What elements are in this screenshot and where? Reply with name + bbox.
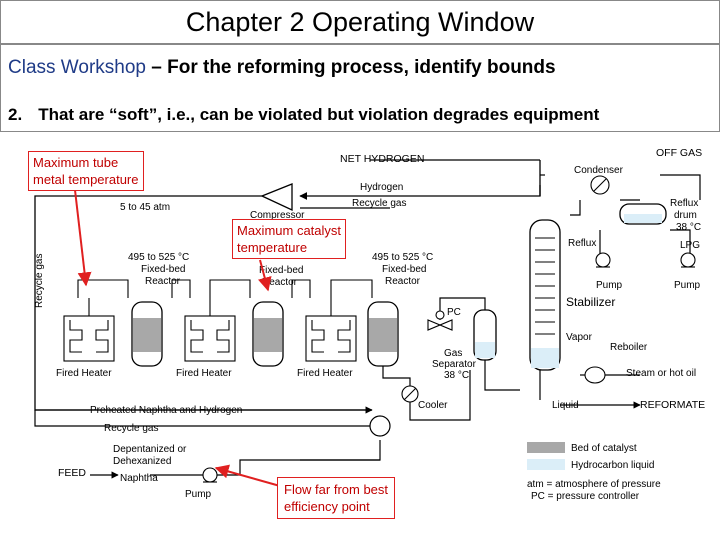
vapor-label: Vapor (566, 332, 593, 343)
pressure-range-label: 5 to 45 atm (120, 202, 170, 213)
reactor-name-1a: Fixed-bed (141, 264, 185, 275)
lpg-label: LPG (680, 240, 700, 251)
off-gas-label: OFF GAS (656, 147, 702, 159)
reactor-name-2b: Reactor (262, 277, 298, 288)
stabilizer-trays (535, 237, 555, 335)
recycle-gas-top-label: Recycle gas (352, 198, 406, 209)
stabilizer-label: Stabilizer (566, 295, 615, 309)
separator-label-3: 38 °C (444, 370, 469, 381)
recycle-gas-bottom-label: Recycle gas (104, 423, 158, 434)
reformate-label: REFORMATE (640, 399, 705, 411)
reactor-name-2a: Fixed-bed (259, 265, 303, 276)
feed-pump-label: Pump (185, 489, 212, 500)
reactor-temp-label-2: 495 to 525 °C (372, 252, 433, 263)
item-number: 2. (8, 105, 23, 124)
legend-liquid-swatch (527, 459, 565, 470)
reactor-temp-label-1: 495 to 525 °C (128, 252, 189, 263)
catalyst-temp-callout: Maximum catalyst temperature (232, 219, 347, 259)
workshop-label: Class Workshop (8, 57, 146, 78)
steam-label: Steam or hot oil (626, 368, 696, 379)
separator-label-2: Separator (432, 359, 477, 370)
tube-temp-line-1: Maximum tube (33, 155, 119, 170)
page-title: Chapter 2 Operating Window (185, 6, 535, 37)
feed-desc-2: Dehexanized (113, 456, 171, 467)
condenser-icon (590, 175, 610, 195)
separator-label-1: Gas (444, 348, 462, 359)
catalyst-temp-line-1: Maximum catalyst (237, 223, 342, 238)
stabilizer (529, 219, 561, 371)
reactor-1 (131, 301, 163, 367)
recycle-gas-side-label: Recycle gas (34, 254, 45, 308)
subtitle-box: Class Workshop – For the reforming proce… (0, 44, 720, 132)
hydrogen-label: Hydrogen (360, 182, 403, 193)
exchanger-icon (369, 415, 391, 437)
pc-valve-icon (427, 310, 453, 331)
legend-atm-label: atm = atmosphere of pressure (527, 479, 661, 490)
feed-desc-1: Depentanized or (113, 444, 187, 455)
fired-heater-label-1: Fired Heater (56, 368, 112, 379)
feed-label: FEED (58, 467, 86, 479)
reflux-drum-label-2: drum (674, 210, 697, 221)
reflux-label: Reflux (568, 238, 596, 249)
title-box: Chapter 2 Operating Window (0, 0, 720, 44)
fired-heater-label-2: Fired Heater (176, 368, 232, 379)
workshop-text: – For the reforming process, identify bo… (145, 57, 556, 78)
item-line: 2. That are “soft”, i.e., can be violated… (8, 105, 599, 125)
feed-desc-3: Naphtha (120, 473, 158, 484)
lpg-pump-icon (680, 252, 696, 268)
catalyst-temp-line-2: temperature (237, 240, 308, 255)
condenser-label: Condenser (574, 165, 624, 176)
cooler-icon (401, 385, 419, 403)
feed-lines (34, 410, 380, 479)
lpg-pump-label: Pump (674, 280, 701, 291)
flow-line-1: Flow far from best (284, 482, 389, 497)
reactor-name-3b: Reactor (385, 276, 421, 287)
reactor-name-3a: Fixed-bed (382, 264, 426, 275)
net-hydrogen-label: NET HYDROGEN (340, 153, 424, 165)
reflux-pump-icon (595, 252, 611, 268)
workshop-line: Class Workshop – For the reforming proce… (8, 57, 556, 79)
reboiler-label: Reboiler (610, 342, 648, 353)
fired-heater-2 (171, 279, 251, 362)
reflux-drum-label-1: Reflux (670, 198, 698, 209)
legend: Bed of catalyst Hydrocarbon liquid atm =… (527, 442, 661, 502)
item-text: That are “soft”, i.e., can be violated b… (38, 105, 600, 124)
process-diagram: NET HYDROGEN Hydrogen Recycle gas 5 to 4… (34, 147, 705, 502)
legend-catalyst-label: Bed of catalyst (571, 443, 637, 454)
legend-catalyst-swatch (527, 442, 565, 453)
gas-separator (473, 309, 497, 361)
legend-liquid-label: Hydrocarbon liquid (571, 460, 654, 471)
flow-line-2: efficiency point (284, 499, 370, 514)
reboiler-icon (584, 366, 606, 384)
reflux-pump-label: Pump (596, 280, 623, 291)
reactor-3 (367, 301, 399, 367)
preheated-label: Preheated Naphtha and Hydrogen (90, 405, 242, 416)
tube-temp-callout: Maximum tube metal temperature (28, 151, 144, 191)
reactor-name-1b: Reactor (145, 276, 181, 287)
pc-label: PC (447, 307, 461, 318)
cooler-label: Cooler (418, 400, 448, 411)
reflux-drum (619, 203, 667, 225)
fired-heater-label-3: Fired Heater (297, 368, 353, 379)
reflux-drum-label-3: 38 °C (676, 222, 701, 233)
compressor-icon (260, 183, 293, 212)
compressor-label: Compressor (250, 210, 305, 221)
callout-arrows (74, 189, 281, 487)
fired-heater-1 (63, 279, 129, 362)
flow-callout: Flow far from best efficiency point (277, 477, 396, 519)
liquid-label: Liquid (552, 400, 579, 411)
fired-heater-3 (291, 279, 373, 362)
legend-pc-label: PC = pressure controller (531, 491, 640, 502)
tube-temp-line-2: metal temperature (33, 172, 139, 187)
feed-pump-icon (202, 467, 218, 483)
reactor-2 (252, 301, 284, 367)
